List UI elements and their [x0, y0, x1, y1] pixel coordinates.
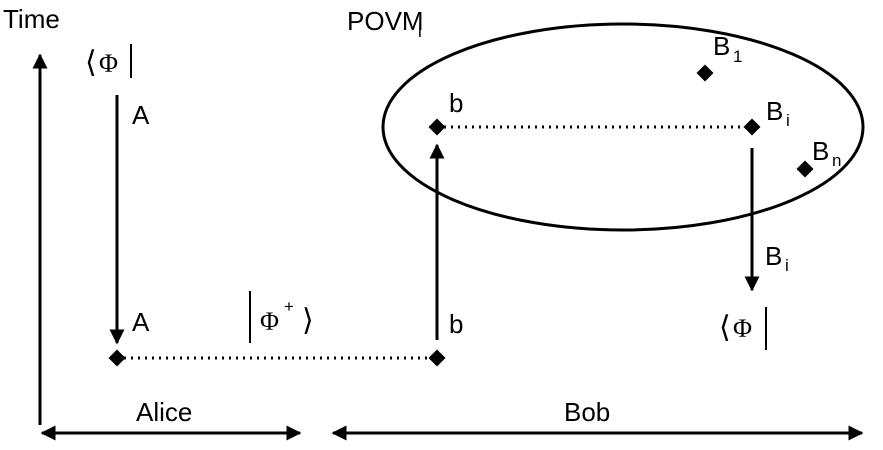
svg-text:Φ: Φ: [99, 49, 118, 78]
bob-b-node: [428, 118, 446, 136]
svg-text:n: n: [832, 151, 841, 170]
alice-a-top-label: A: [132, 100, 150, 130]
bob-b-bottom-label: b: [449, 309, 463, 339]
svg-text:⟩: ⟩: [302, 304, 314, 337]
bi-top-label: B i: [766, 96, 790, 130]
svg-text:⟨: ⟨: [85, 46, 97, 79]
svg-text:i: i: [418, 22, 422, 41]
svg-text:i: i: [785, 256, 789, 275]
svg-text:Φ: Φ: [260, 307, 279, 336]
bi-arrow-label: B i: [765, 241, 789, 275]
alice-label: Alice: [136, 397, 192, 427]
svg-text:⟨: ⟨: [719, 311, 731, 344]
b1-label: B 1: [713, 31, 742, 66]
bob-bottom-node: [428, 349, 446, 367]
bob-b-top-label: b: [449, 88, 463, 118]
svg-text:+: +: [284, 297, 294, 316]
svg-text:i: i: [786, 111, 790, 130]
povm-label: POVM i: [347, 6, 424, 41]
povm-ellipse: [381, 22, 865, 232]
ket-phi-plus: Φ + ⟩: [249, 291, 314, 343]
bob-label: Bob: [564, 397, 610, 427]
bra-phi-bottom: ⟨ Φ: [719, 307, 767, 350]
bn-node: [796, 160, 814, 178]
svg-text:B: B: [766, 96, 783, 126]
svg-text:Φ: Φ: [733, 314, 752, 343]
time-label: Time: [3, 4, 60, 34]
svg-text:POVM: POVM: [347, 6, 424, 36]
svg-text:B: B: [812, 136, 829, 166]
alice-bottom-node: [108, 349, 126, 367]
bra-phi-top: ⟨ Φ: [85, 44, 132, 79]
svg-text:B: B: [713, 31, 730, 61]
bi-node: [743, 118, 761, 136]
b1-node: [696, 64, 714, 82]
bn-label: B n: [812, 136, 841, 170]
alice-a-bottom-label: A: [132, 307, 150, 337]
svg-text:1: 1: [733, 47, 742, 66]
svg-text:B: B: [765, 241, 782, 271]
